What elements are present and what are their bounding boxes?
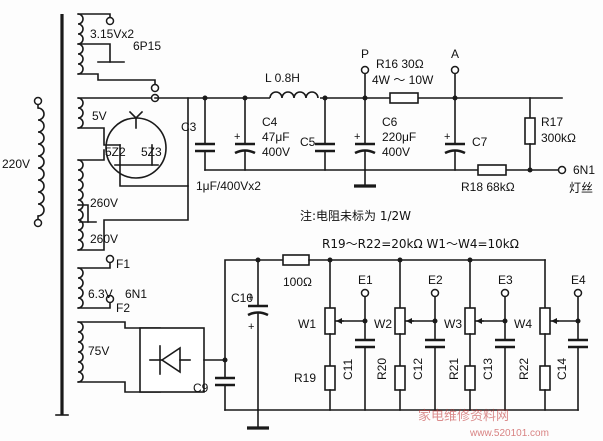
label-point-p: P (361, 47, 369, 61)
coil-6v3 (77, 267, 84, 309)
label-100r: 100Ω (283, 275, 312, 289)
label-r17-val: 300kΩ (541, 131, 576, 145)
label-c4: C4 (262, 115, 278, 129)
inductor-l (269, 91, 319, 99)
label-c6-volt: 400V (382, 145, 410, 159)
label-3v15: 3.15Vx2 (90, 27, 134, 41)
label-r20: R20 (375, 358, 389, 380)
watermark-url: www.520101.com (469, 428, 549, 439)
label-point-a: A (451, 47, 459, 61)
branch-3 (464, 259, 515, 411)
coil-5v (77, 97, 84, 129)
capacitor-c6: + (354, 97, 376, 171)
point-a (450, 65, 460, 75)
label-r16: R16 30Ω (376, 57, 424, 71)
label-e3: E3 (498, 273, 513, 287)
label-6n1: 6N1 (125, 287, 147, 301)
label-r19: R19 (294, 371, 316, 385)
label-c14: C14 (555, 358, 569, 380)
label-w1: W1 (298, 317, 316, 331)
label-75v: 75V (88, 344, 109, 358)
label-c4-volt: 400V (262, 145, 290, 159)
label-6v3: 6.3V (88, 287, 113, 301)
svg-text:+: + (354, 131, 360, 143)
label-c4-cap: 47μF (262, 130, 290, 144)
label-c7: C7 (472, 135, 488, 149)
watermark-text: 家电维修资料网 (418, 408, 509, 424)
label-c5: C5 (300, 135, 316, 149)
coil-75v (77, 321, 84, 383)
label-e1: E1 (358, 273, 373, 287)
label-w4: W4 (514, 317, 532, 331)
label-6p15: 6P15 (133, 39, 161, 53)
label-c6: C6 (382, 115, 398, 129)
label-c11: C11 (341, 359, 355, 380)
label-r16-power: 4W ～ 10W (372, 73, 434, 87)
resistor-r18 (477, 164, 507, 176)
label-mains-voltage: 220V (2, 157, 30, 171)
label-5z3: 5Z3 (141, 145, 162, 159)
capacitor-c3 (195, 97, 215, 171)
terminal-6n1 (557, 165, 567, 175)
label-c10: C10 (231, 291, 253, 305)
capacitor-c4: + (234, 97, 256, 171)
label-c12: C12 (411, 358, 425, 380)
label-e4: E4 (571, 273, 586, 287)
capacitor-c5 (315, 97, 335, 171)
primary-coil (37, 107, 45, 217)
branch-1 (324, 259, 375, 411)
label-260v-b: 260V (90, 232, 118, 246)
label-r21: R21 (447, 358, 461, 380)
label-5v: 5V (92, 109, 107, 123)
resistor-r16 (389, 92, 419, 104)
label-c6-cap: 220μF (382, 130, 416, 144)
transformer (33, 13, 84, 416)
label-c35-spec: 1μF/400Vx2 (196, 179, 261, 193)
label-w2: W2 (374, 317, 392, 331)
branch-2 (394, 259, 445, 411)
label-r22: R22 (517, 358, 531, 380)
svg-text:+: + (234, 131, 240, 143)
label-e2: E2 (428, 273, 443, 287)
label-r18: R18 68kΩ (461, 180, 515, 194)
label-note: 注:电阻未标为 1/2W (300, 208, 411, 223)
capacitor-c7: + (444, 97, 466, 171)
svg-text:+: + (444, 131, 450, 143)
label-f2: F2 (116, 301, 130, 315)
label-f1: F1 (116, 257, 130, 271)
label-inductor: L 0.8H (265, 71, 300, 85)
resistor-r17 (524, 117, 536, 145)
capacitor-c9 (215, 359, 235, 411)
capacitor-c10: + + (247, 259, 269, 411)
label-6n1-out: 6N1 (573, 163, 595, 177)
bridge-rectifier (139, 327, 205, 393)
label-260v-a: 260V (90, 196, 118, 210)
svg-text:+: + (248, 321, 254, 333)
label-filament: 灯丝 (569, 181, 593, 195)
branch-4 (539, 259, 588, 411)
point-p (360, 65, 370, 75)
label-c13: C13 (481, 358, 495, 380)
label-r19-r22-spec: R19～R22=20kΩ W1～W4=10kΩ (322, 237, 519, 251)
resistor-100r (282, 254, 310, 266)
svg-text:+: + (247, 292, 253, 304)
label-r17: R17 (541, 115, 563, 129)
label-w3: W3 (444, 317, 462, 331)
label-c9: C9 (193, 381, 209, 395)
label-c3: C3 (181, 120, 197, 134)
label-5z2: 5Z2 (105, 145, 126, 159)
